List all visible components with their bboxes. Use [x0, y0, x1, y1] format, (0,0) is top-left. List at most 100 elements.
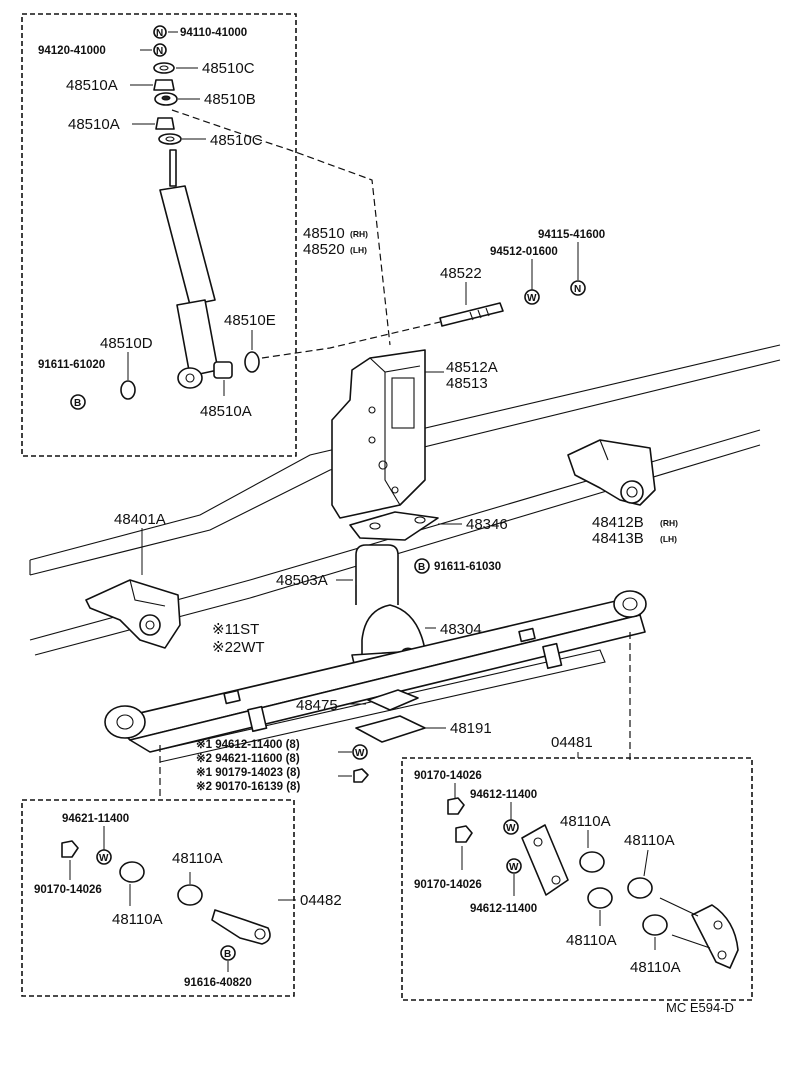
shackle-04481-parts: 90170-14026 94612-11400 W 90170-14026 W …	[414, 770, 739, 976]
star2-icon: ※2	[212, 639, 233, 656]
label-91611-61020: 91611-61020	[38, 359, 105, 371]
bolt-91611-61020: 91611-61020 B	[38, 359, 105, 410]
spring-hanger-48412b: 48412B (RH) 48413B (LH)	[567, 439, 678, 547]
note-2wt: ※22WT	[212, 639, 265, 656]
shock-absorber-group-box	[21, 13, 297, 457]
bushing-48510d: 48510D	[100, 335, 153, 400]
callout-b-icon: B	[224, 949, 231, 960]
callout-n-icon: N	[156, 28, 163, 39]
bushing-48510a-top: 48510A	[66, 77, 175, 94]
label-94612-11400-a: 94612-11400	[470, 789, 537, 801]
retainer-48510b: 48510B	[154, 91, 256, 108]
note-1st: ※11ST	[212, 621, 259, 638]
label-48503A: 48503A	[276, 572, 328, 589]
callout-w-icon: W	[509, 862, 519, 873]
star2-icon: ※2	[196, 780, 212, 793]
label-48110A-right-1: 48110A	[560, 813, 611, 830]
plate-48191: 48191	[355, 715, 492, 743]
shock-absorber	[159, 149, 219, 389]
callout-line-3: ※1 90179-14023 (8)	[196, 766, 300, 779]
label-48412B: 48412B	[592, 514, 644, 531]
label-48520: 48520	[303, 241, 345, 258]
bushing-48510a-lower: 48510A	[200, 361, 252, 420]
bushing-48510e: 48510E	[224, 312, 276, 373]
nut-94110-41000: N 94110-41000	[153, 25, 247, 39]
label-90170-14026: 90170-14026	[34, 884, 102, 896]
fasteners-48522: 94115-41600 N 94512-01600 W 48522	[439, 229, 605, 327]
label-48110A-right-2: 48110A	[624, 832, 675, 849]
label-90170-14026-b: 90170-14026	[414, 879, 482, 891]
label-48510C-top: 48510C	[202, 60, 255, 77]
label-91616-40820: 91616-40820	[184, 977, 252, 989]
callout-b-icon: B	[418, 562, 425, 573]
label-48510E: 48510E	[224, 312, 276, 329]
label-48510B: 48510B	[204, 91, 256, 108]
callout-line-4: ※2 90170-16139 (8)	[196, 780, 300, 793]
label-48191: 48191	[450, 720, 492, 737]
label-rh: (RH)	[350, 229, 368, 239]
nut-94120-41000: N 94120-41000	[38, 43, 167, 57]
callout-w-icon: W	[355, 748, 365, 759]
label-48475: 48475	[296, 697, 338, 714]
label-90170-14026-a: 90170-14026	[414, 770, 482, 782]
label-04481: 04481	[551, 734, 593, 751]
label-48413B: 48413B	[592, 530, 644, 547]
label-94120-41000: 94120-41000	[38, 45, 106, 57]
label-94621-11400: 94621-11400	[62, 813, 129, 825]
star1-icon: ※1	[196, 738, 213, 751]
note-2wt-text: 2WT	[233, 639, 265, 656]
label-94621-11600-8: 94621-11600 (8)	[215, 753, 300, 765]
dash-leader-shock-bolt	[261, 321, 441, 359]
label-48510C-bottom: 48510C	[210, 132, 263, 149]
u-bolt-fasteners-list: ※1 94612-11400 (8) ※2 94621-11600 (8) ※1…	[196, 738, 369, 793]
label-91611-61030: 91611-61030	[434, 561, 501, 573]
callout-w-icon: W	[506, 823, 516, 834]
label-48510D: 48510D	[100, 335, 153, 352]
plate-48346: 48346	[349, 511, 508, 541]
label-94612-11400-8: 94612-11400 (8)	[215, 739, 300, 751]
shock-bracket-48512a: 48512A 48513	[331, 349, 498, 519]
star1-icon: ※1	[212, 621, 233, 638]
pad-48475: 48475	[296, 689, 419, 714]
callout-n-icon: N	[156, 46, 163, 57]
label-04482: 04482	[300, 892, 342, 909]
label-48513: 48513	[446, 375, 488, 392]
star2-icon: ※2	[196, 752, 212, 765]
washer-48510c-bottom: 48510C	[158, 132, 263, 149]
label-48110A-left-1: 48110A	[112, 911, 163, 928]
label-lh: (LH)	[350, 245, 367, 255]
label-90179-14023-8: 90179-14023 (8)	[215, 767, 300, 779]
note-1st-text: 1ST	[232, 621, 260, 638]
callout-n-icon: N	[574, 284, 581, 295]
star1-icon: ※1	[196, 766, 213, 779]
callout-w-icon: W	[527, 293, 537, 304]
label-rh-2: (RH)	[660, 518, 678, 528]
dash-leader-top	[171, 109, 391, 346]
label-48510A-mid: 48510A	[68, 116, 120, 133]
label-90170-16139-8: 90170-16139 (8)	[215, 781, 300, 793]
label-94612-11400-b: 94612-11400	[470, 903, 537, 915]
callout-line-2: ※2 94621-11600 (8)	[196, 752, 300, 765]
callout-b-icon: B	[74, 398, 81, 409]
bushing-48510a-mid: 48510A	[68, 116, 175, 133]
label-94110-41000: 94110-41000	[180, 27, 247, 39]
label-48510A-lower: 48510A	[200, 403, 252, 420]
label-48346: 48346	[466, 516, 508, 533]
label-48110A-left-2: 48110A	[172, 850, 223, 867]
u-bolt-48503a: 48503A	[276, 544, 399, 605]
shackle-04482-parts: 94621-11400 W 90170-14026 48110A 48110A …	[34, 813, 342, 989]
label-48510A-top: 48510A	[66, 77, 118, 94]
label-94512-01600: 94512-01600	[490, 246, 558, 258]
label-48522: 48522	[440, 265, 482, 282]
label-lh-2: (LH)	[660, 534, 677, 544]
callout-w-icon: W	[99, 853, 109, 864]
label-48110A-right-3: 48110A	[566, 932, 617, 949]
variant-notes: ※11ST ※22WT	[212, 621, 265, 656]
diagram-code: MC E594-D	[666, 1000, 734, 1015]
washer-48510c-top: 48510C	[153, 60, 255, 77]
label-94115-41600: 94115-41600	[538, 229, 605, 241]
label-48401A: 48401A	[114, 511, 166, 528]
callout-line-1: ※1 94612-11400 (8)	[196, 738, 300, 751]
shackle-group-box-04482	[21, 799, 295, 997]
